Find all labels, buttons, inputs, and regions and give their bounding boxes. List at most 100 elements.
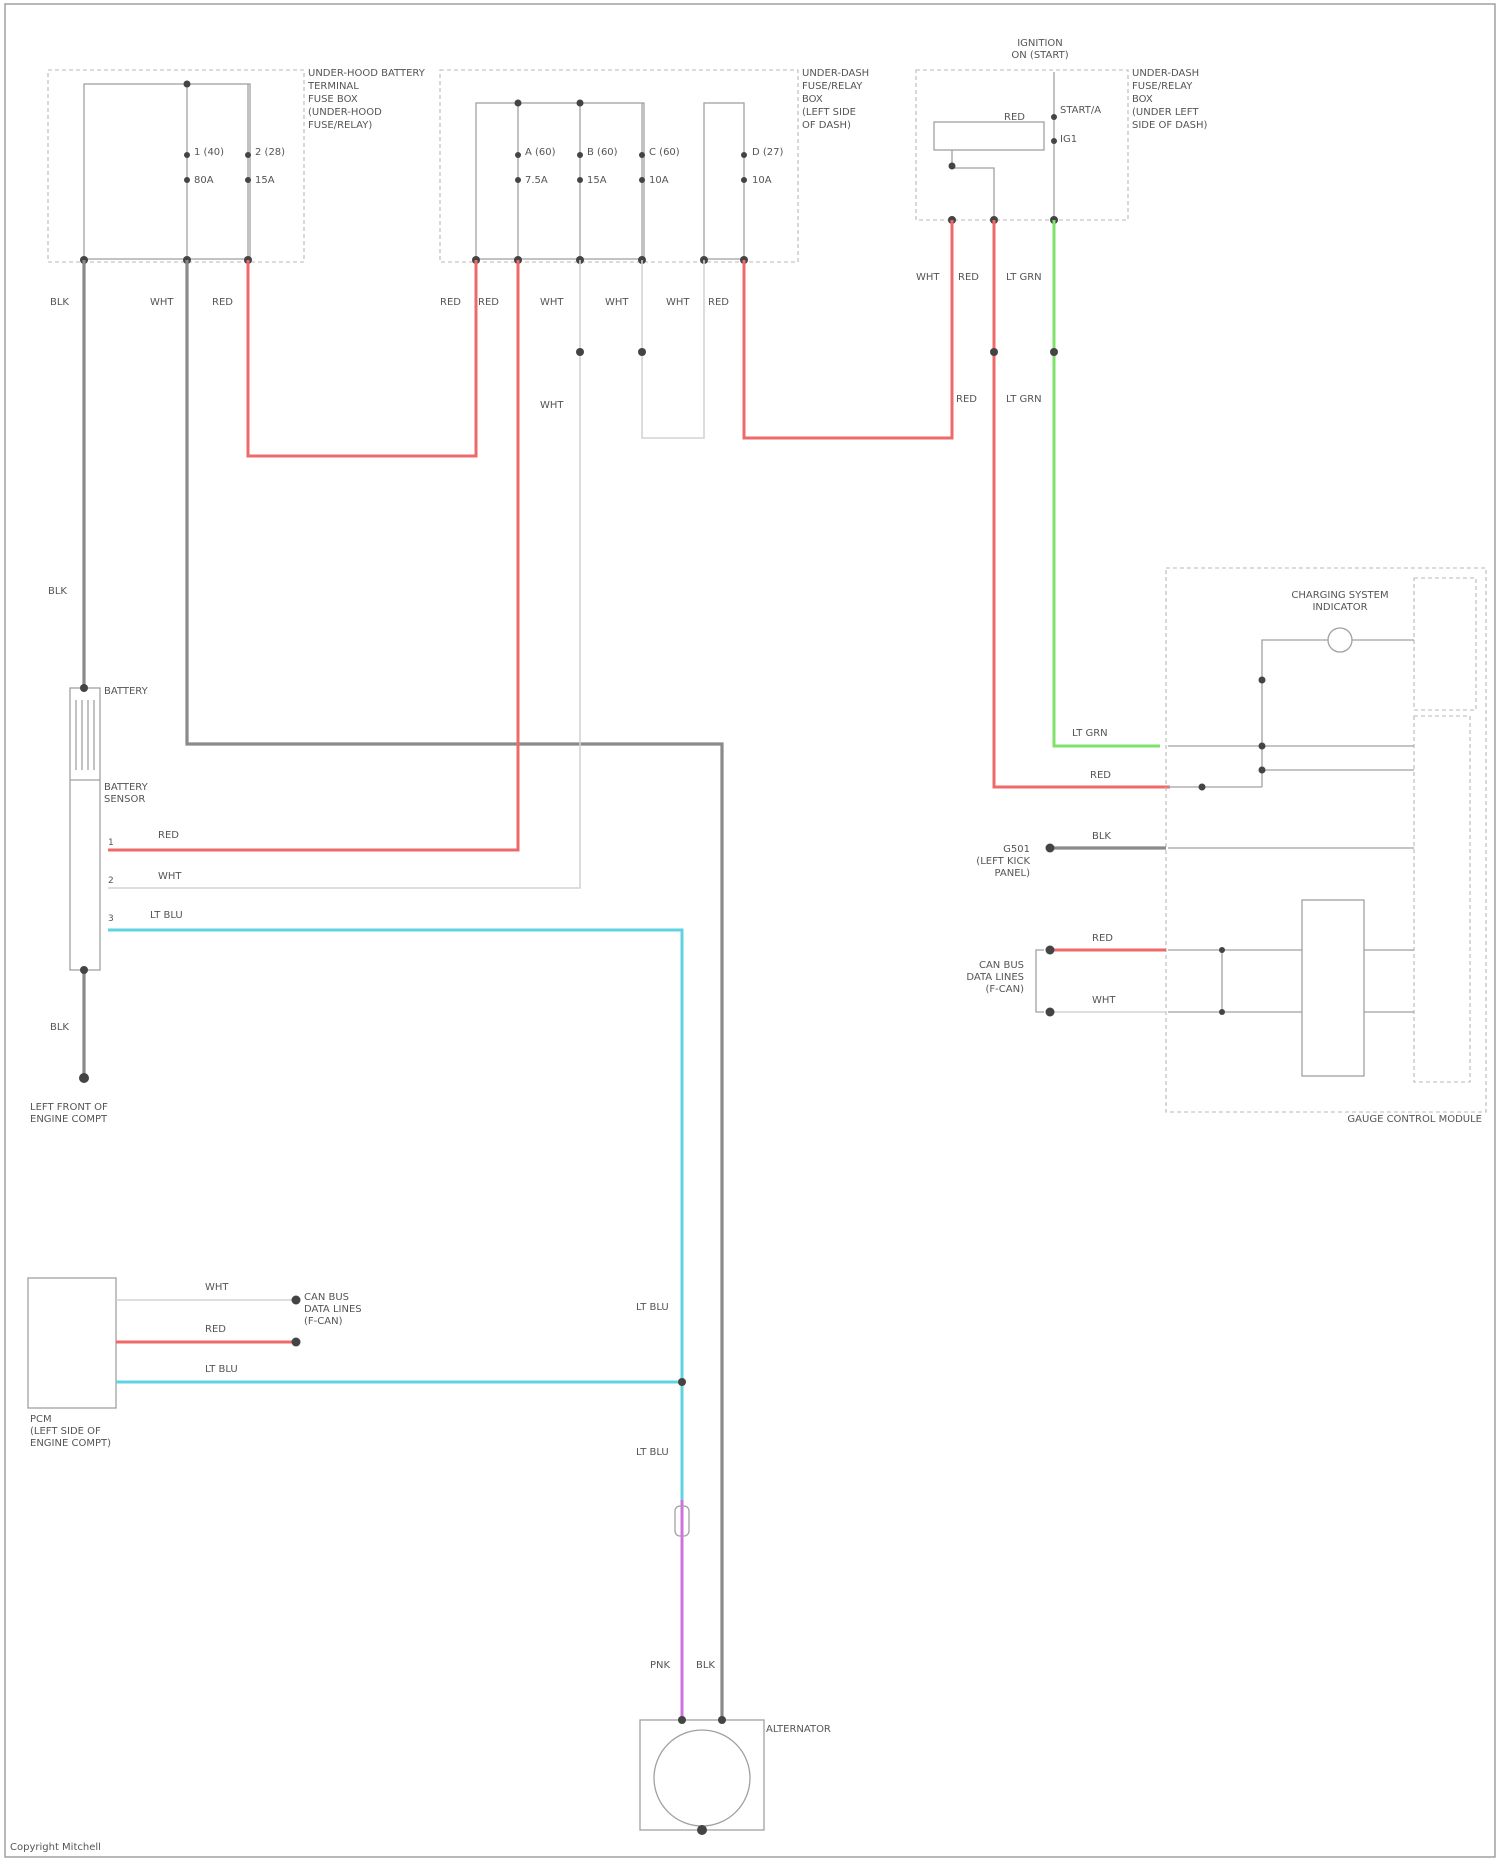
wire-label-wht-mid2: WHT bbox=[540, 400, 564, 411]
wire-label-blk-gauge: BLK bbox=[1092, 831, 1111, 842]
can-gauge-line1: CAN BUS bbox=[979, 960, 1024, 971]
fuse-d-num: D (27) bbox=[752, 147, 784, 158]
wire-label-wht-mid: WHT bbox=[540, 297, 564, 308]
wire-label-red-gauge: RED bbox=[1090, 770, 1111, 781]
sensor-pin-1: 1 bbox=[108, 838, 114, 848]
wire-label-red-top: RED bbox=[212, 297, 233, 308]
fuse-b-num: B (60) bbox=[587, 147, 618, 158]
wire-label-red-mid2: RED bbox=[478, 297, 499, 308]
fuse-1-amp: 80A bbox=[194, 175, 214, 186]
wire-label-ltblu-2: LT BLU bbox=[636, 1447, 669, 1458]
fuse-box-right-line4: (UNDER LEFT bbox=[1132, 107, 1199, 118]
fuse-box-right-line5: SIDE OF DASH) bbox=[1132, 120, 1208, 131]
wire-label-red-ign: RED bbox=[958, 272, 979, 283]
wire-label-red-can: RED bbox=[1092, 933, 1113, 944]
g501-line3: PANEL) bbox=[994, 868, 1030, 879]
wire-label-wht-can: WHT bbox=[1092, 995, 1116, 1006]
wire-label-wht-ign: WHT bbox=[916, 272, 940, 283]
fuse-box-mid-line3: BOX bbox=[802, 94, 823, 105]
fuse-2-num: 2 (28) bbox=[255, 147, 285, 158]
wire-label-ltblu-sensor: LT BLU bbox=[150, 910, 183, 921]
fuse-c-num: C (60) bbox=[649, 147, 680, 158]
battery-sensor-line2: SENSOR bbox=[104, 794, 145, 805]
pcm-line1: PCM bbox=[30, 1414, 52, 1425]
wire-label-wht-mid4: WHT bbox=[666, 297, 690, 308]
ignition-ig1: IG1 bbox=[1060, 134, 1077, 145]
gauge-label: GAUGE CONTROL MODULE bbox=[1347, 1114, 1482, 1125]
fuse-box-right-line3: BOX bbox=[1132, 94, 1153, 105]
can-pcm-line2: DATA LINES bbox=[304, 1304, 362, 1315]
can-pcm-line3: (F-CAN) bbox=[304, 1316, 343, 1327]
fuse-box-left-line1: UNDER-HOOD BATTERY bbox=[308, 68, 426, 79]
wire-label-red-ign2: RED bbox=[956, 394, 977, 405]
ignition-red: RED bbox=[1004, 112, 1025, 123]
battery-sensor-line1: BATTERY bbox=[104, 782, 149, 793]
ground-left-line2: ENGINE COMPT bbox=[30, 1114, 108, 1125]
fuse-1-num: 1 (40) bbox=[194, 147, 224, 158]
fuse-2-amp: 15A bbox=[255, 175, 275, 186]
alternator-label: ALTERNATOR bbox=[766, 1724, 831, 1735]
wire-label-blk-vert: BLK bbox=[48, 586, 67, 597]
fuse-box-mid-line2: FUSE/RELAY bbox=[802, 81, 863, 92]
wire-label-grn-ign2: LT GRN bbox=[1006, 394, 1042, 405]
sensor-pin-2: 2 bbox=[108, 876, 114, 886]
fuse-a-num: A (60) bbox=[525, 147, 556, 158]
ground-left-line1: LEFT FRONT OF bbox=[30, 1102, 108, 1113]
indicator-line1: CHARGING SYSTEM bbox=[1291, 590, 1388, 601]
wire-label-wht-mid3: WHT bbox=[605, 297, 629, 308]
wire-label-red-pcm2: RED bbox=[205, 1324, 226, 1335]
fuse-box-left-line2: TERMINAL bbox=[307, 81, 359, 92]
wire-label-grn-ign: LT GRN bbox=[1006, 272, 1042, 283]
g501-line1: G501 bbox=[1003, 844, 1030, 855]
fuse-box-right-line2: FUSE/RELAY bbox=[1132, 81, 1193, 92]
can-gauge-line3: (F-CAN) bbox=[986, 984, 1025, 995]
fuse-a-amp: 7.5A bbox=[525, 175, 548, 186]
wire-label-red-mid1: RED bbox=[440, 297, 461, 308]
wire-label-ltgrn-gauge: LT GRN bbox=[1072, 728, 1108, 739]
svg-text:CAN BUSDATA LINES(F-CAN): CAN BUSDATA LINES(F-CAN) bbox=[966, 960, 1024, 995]
ignition-start: START/A bbox=[1060, 105, 1101, 116]
battery-label: BATTERY bbox=[104, 686, 149, 697]
wire-label-wht-sensor: WHT bbox=[158, 871, 182, 882]
underdash-fuse-box-middle: A (60) 7.5A B (60) 15A C (60) 10A D (27)… bbox=[440, 68, 869, 264]
footer-copyright: Copyright Mitchell bbox=[10, 1842, 101, 1853]
indicator-line2: INDICATOR bbox=[1312, 602, 1367, 613]
wire-label-blk-top: BLK bbox=[50, 297, 69, 308]
pcm-line3: ENGINE COMPT) bbox=[30, 1438, 111, 1449]
fuse-box-left-line5: FUSE/RELAY) bbox=[308, 120, 372, 131]
wire-label-pnk: PNK bbox=[650, 1660, 671, 1671]
wire-label-wht-top: WHT bbox=[150, 297, 174, 308]
fuse-d-amp: 10A bbox=[752, 175, 772, 186]
can-gauge-line2: DATA LINES bbox=[966, 972, 1024, 983]
wire-label-blk-alt: BLK bbox=[696, 1660, 715, 1671]
fuse-box-right-line1: UNDER-DASH bbox=[1132, 68, 1199, 79]
wire-label-wht-pcm: WHT bbox=[205, 1282, 229, 1293]
sensor-pin-3: 3 bbox=[108, 914, 114, 924]
fuse-box-mid-line4: (LEFT SIDE bbox=[802, 107, 856, 118]
wire-label-blk-ground: BLK bbox=[50, 1022, 69, 1033]
wire-label-red-sensor: RED bbox=[158, 830, 179, 841]
ignition-line1: IGNITION bbox=[1017, 38, 1063, 49]
fuse-b-amp: 15A bbox=[587, 175, 607, 186]
fuse-box-left-line4: (UNDER-HOOD bbox=[308, 107, 382, 118]
wire-label-red-pcm: RED bbox=[708, 297, 729, 308]
can-pcm-line1: CAN BUS bbox=[304, 1292, 349, 1303]
wire-label-ltblu-pcm: LT BLU bbox=[205, 1364, 238, 1375]
g501-line2: (LEFT KICK bbox=[976, 856, 1030, 867]
wire-label-ltblu-1: LT BLU bbox=[636, 1302, 669, 1313]
fuse-box-mid-line1: UNDER-DASH bbox=[802, 68, 869, 79]
pcm-line2: (LEFT SIDE OF bbox=[30, 1426, 101, 1437]
